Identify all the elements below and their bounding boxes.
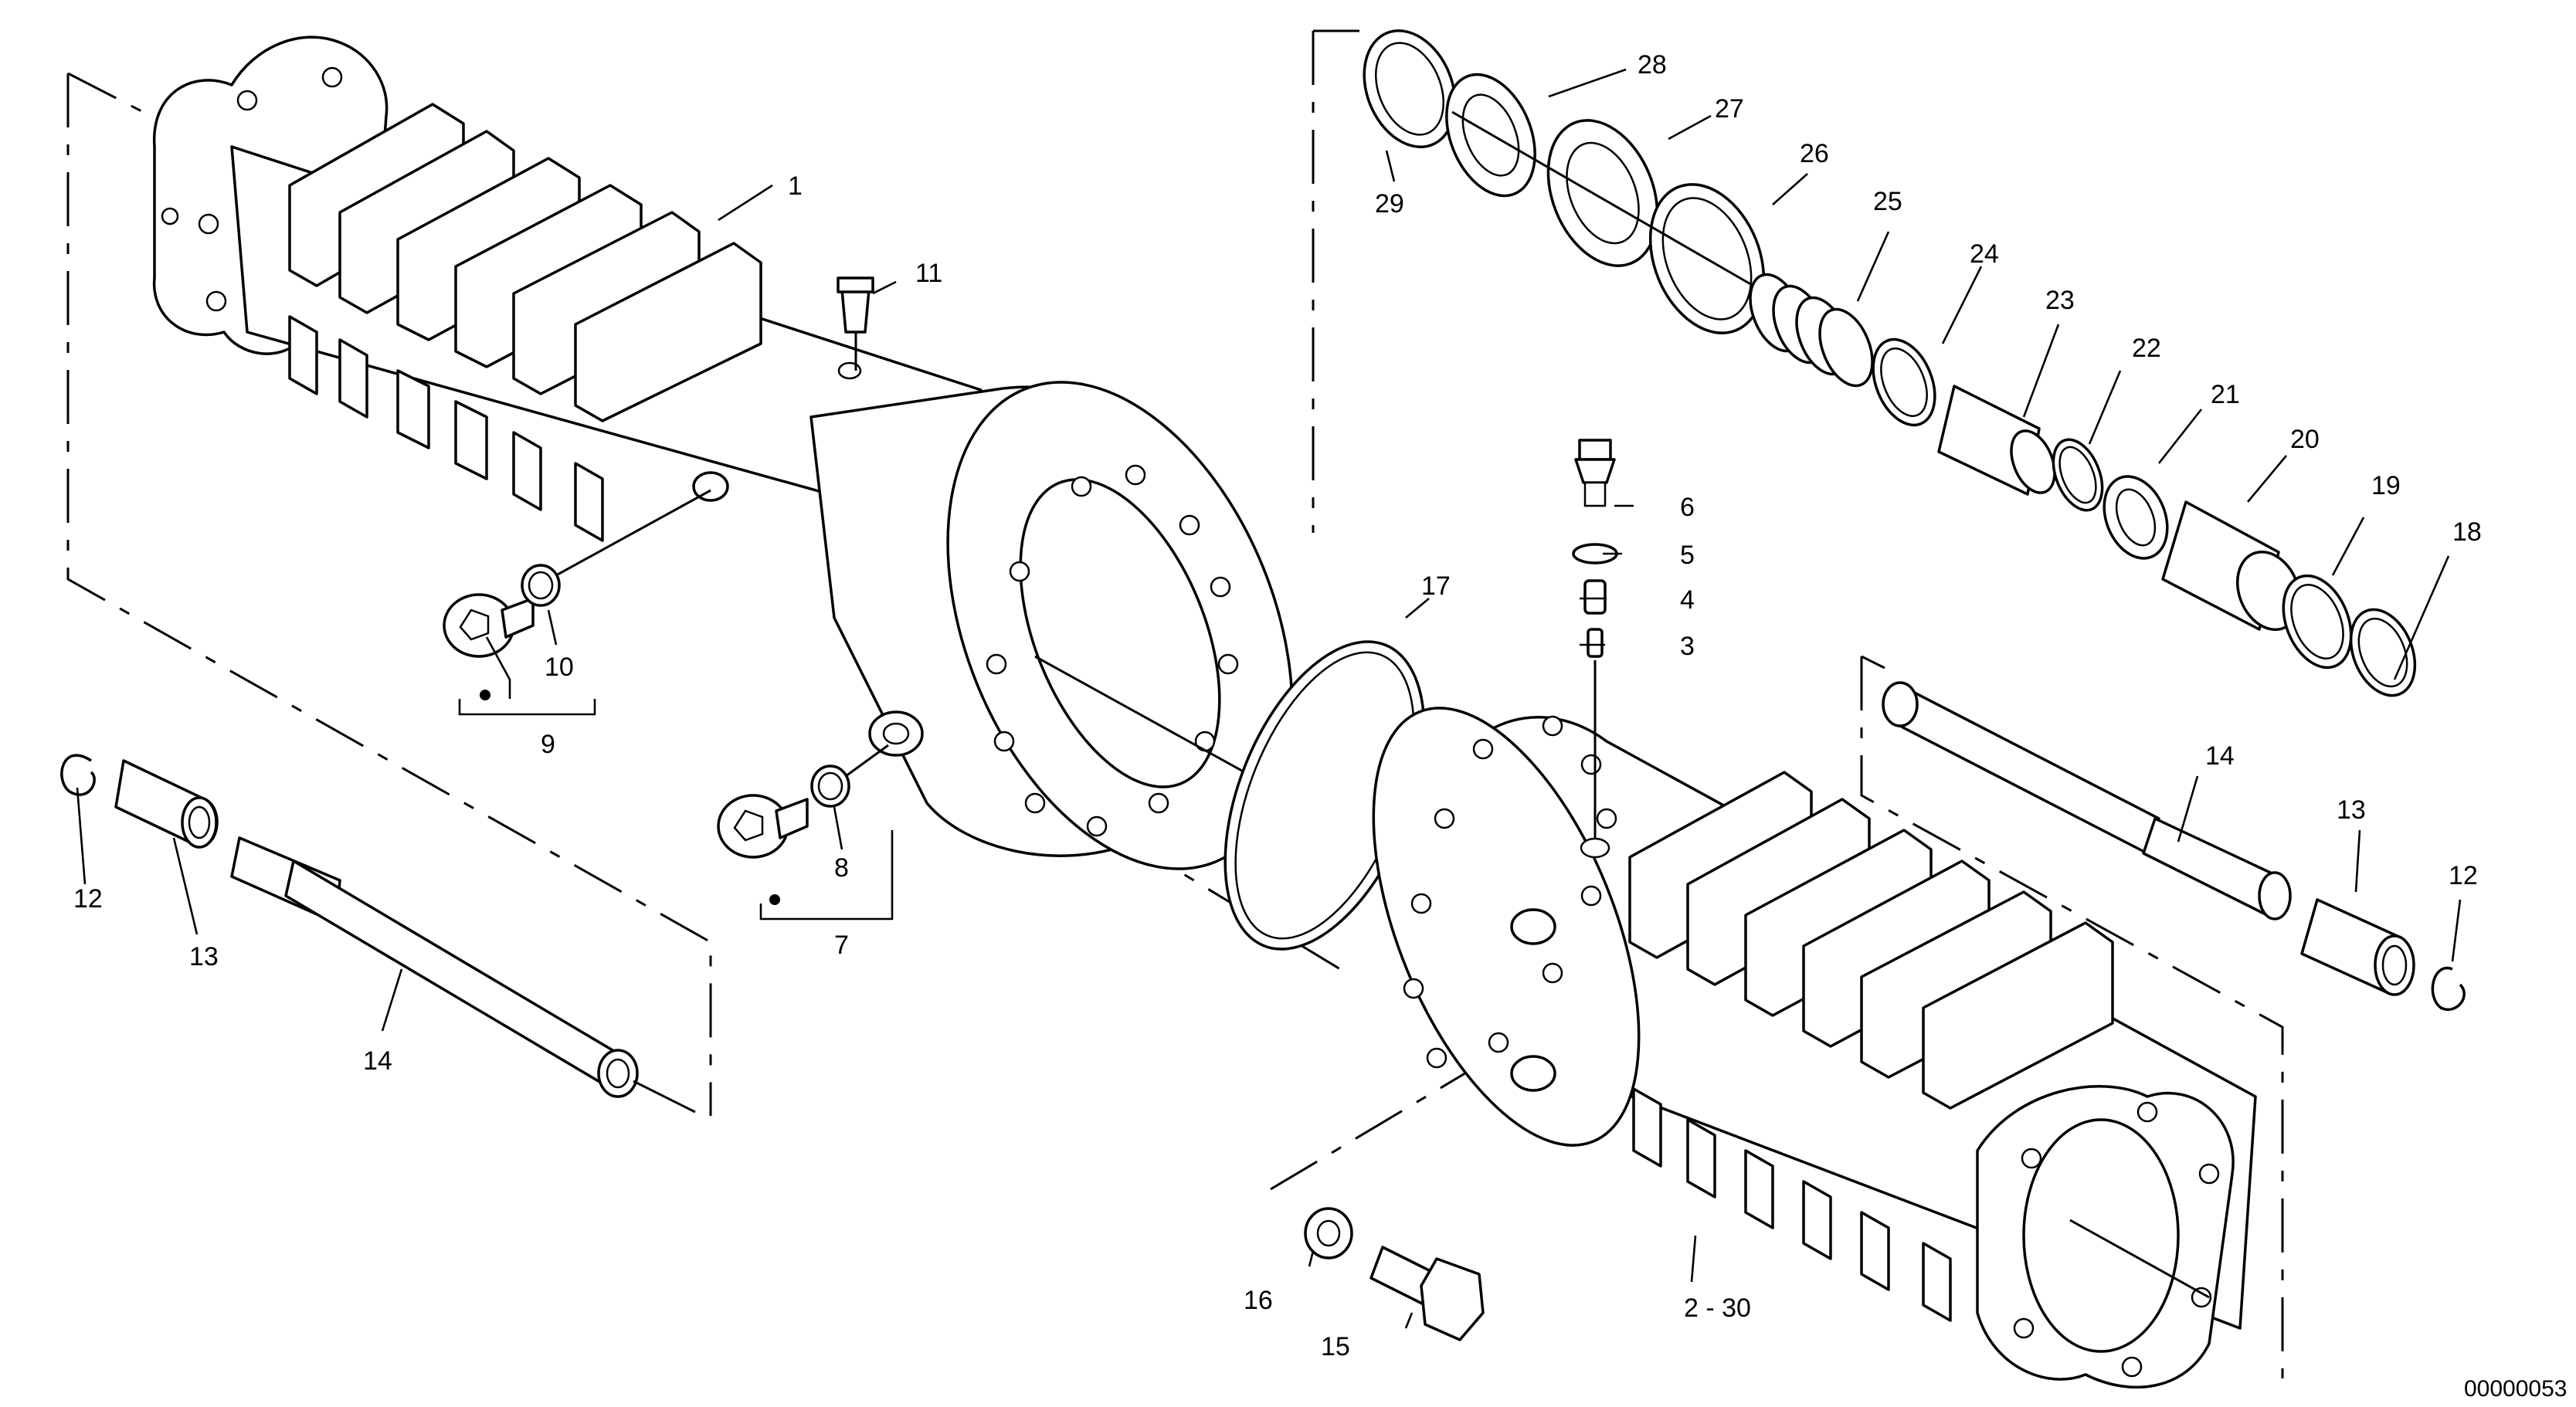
sleeve-4 [1583, 579, 1607, 615]
bushing-13-right [2300, 898, 2415, 996]
snap-ring-24 [1872, 337, 1936, 427]
callout-20: 20 [2290, 425, 2320, 454]
leader-lines [76, 68, 2462, 1329]
right-axle-housing [1372, 707, 2257, 1389]
hub-axis [1451, 110, 1754, 287]
plug-7-axis [845, 744, 889, 778]
callout-14-left: 14 [363, 1046, 392, 1076]
snap-ring-22 [2052, 438, 2104, 512]
callout-12-right: 12 [2449, 861, 2478, 890]
bracket-7 [759, 830, 894, 920]
seal-ring-10 [521, 564, 561, 607]
callout-28: 28 [1638, 50, 1667, 80]
plug-7 [717, 794, 809, 859]
snap-ring-12-right [2431, 966, 2466, 1011]
washer-16 [1304, 1207, 1353, 1260]
callout-10: 10 [545, 653, 574, 682]
bushing-13-left [114, 759, 219, 849]
callout-11: 11 [915, 259, 942, 288]
callout-25: 25 [1873, 187, 1902, 216]
flange-bolt-holes-left [986, 464, 1239, 837]
callout-14-right: 14 [2205, 741, 2235, 771]
snap-ring-18 [2349, 608, 2417, 697]
callout-2-30: 2 - 30 [1684, 1293, 1751, 1323]
pin-3 [1587, 628, 1604, 658]
callout-29: 29 [1375, 189, 1404, 219]
callout-13-left: 13 [189, 942, 219, 971]
callout-12-left: 12 [73, 884, 103, 914]
breather-valve [837, 276, 874, 371]
dot-marker-7 [769, 894, 780, 905]
needle-bearing-21 [2103, 475, 2169, 560]
document-number: 00000053 [2464, 1376, 2567, 1402]
left-axle-housing [152, 36, 1294, 870]
bolt-15 [1369, 1246, 1485, 1341]
callout-6: 6 [1680, 493, 1695, 522]
axle-shaft-14-left [230, 836, 696, 1114]
callout-3: 3 [1680, 632, 1695, 661]
callout-labels: 1 11 6 5 4 3 10 9 8 7 12 13 14 17 16 15 … [73, 50, 2482, 1361]
callout-19: 19 [2371, 471, 2401, 500]
bracket-9 [458, 636, 596, 716]
callout-17: 17 [1421, 571, 1451, 601]
callout-16: 16 [1244, 1286, 1273, 1315]
callout-5: 5 [1680, 541, 1695, 570]
callout-8: 8 [834, 853, 849, 883]
spline-coupling-23 [1937, 385, 2056, 496]
pressure-switch-6 [1574, 439, 1616, 507]
callout-26: 26 [1800, 139, 1829, 168]
o-ring-17 [1224, 640, 1426, 951]
seal-ring-29 [1363, 29, 1457, 148]
callout-15: 15 [1321, 1332, 1350, 1361]
callout-22: 22 [2132, 334, 2161, 363]
snap-ring-19 [2282, 574, 2353, 670]
bearing-27 [1546, 119, 1659, 267]
center-axis-right [2069, 1219, 2210, 1299]
dot-marker-9 [480, 690, 490, 700]
spring-25 [1749, 273, 1874, 388]
callout-24: 24 [1970, 239, 1999, 269]
callout-18: 18 [2452, 517, 2482, 547]
callout-21: 21 [2211, 380, 2240, 409]
axle-shaft-14-right [1882, 681, 2292, 920]
callout-4: 4 [1680, 585, 1695, 615]
callout-27: 27 [1715, 94, 1744, 124]
callout-9: 9 [541, 730, 555, 759]
seal-ring-8 [810, 765, 850, 808]
plug-9 [443, 593, 535, 658]
plug-9-axis [555, 489, 711, 577]
callout-1: 1 [788, 171, 803, 201]
callout-23: 23 [2045, 286, 2075, 315]
callout-13-right: 13 [2337, 795, 2366, 825]
snap-ring-12-left [60, 754, 96, 796]
callout-7: 7 [834, 931, 849, 960]
